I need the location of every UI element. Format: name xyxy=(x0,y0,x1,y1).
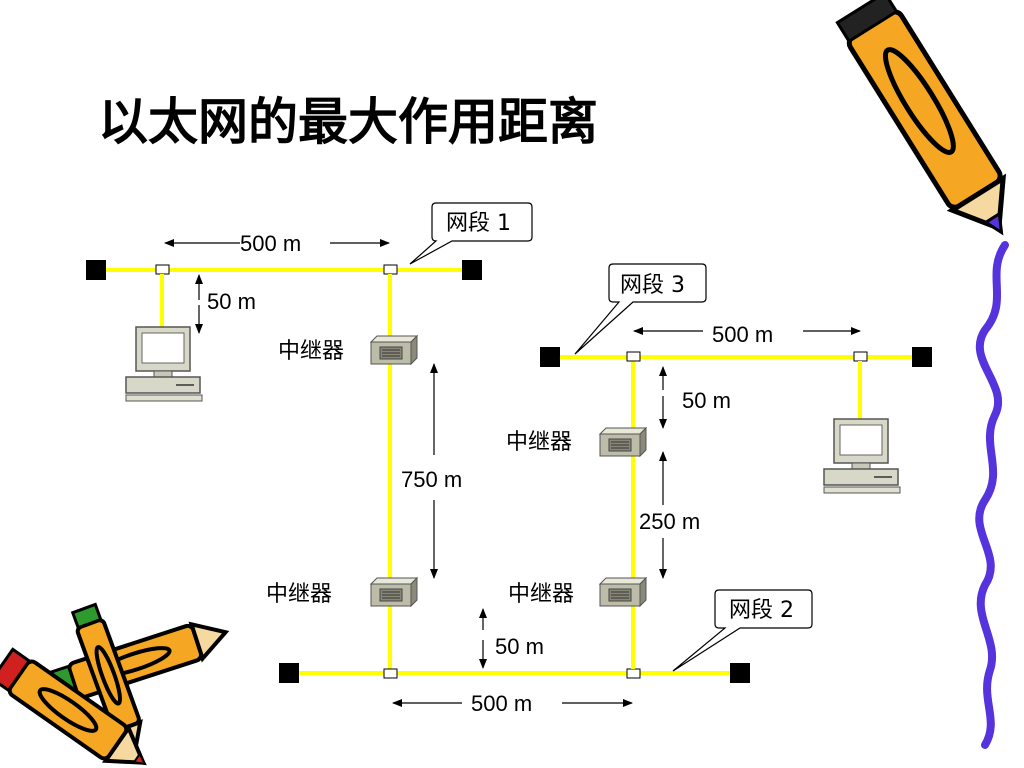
terminator-icon xyxy=(540,347,560,367)
terminator-icon xyxy=(279,663,299,683)
pencil-icon xyxy=(0,647,147,766)
tap-connector xyxy=(155,264,170,275)
tap-connector xyxy=(383,264,398,275)
tap-connector xyxy=(626,351,641,362)
segment1-callout xyxy=(409,202,533,265)
repeater-label: 中继器 xyxy=(506,430,572,455)
vertical-right-distance-label: 250 m xyxy=(639,509,700,534)
repeater-label: 中继器 xyxy=(266,582,332,607)
terminator-icon xyxy=(730,663,750,683)
segment3-callout xyxy=(574,263,707,355)
repeater-icon xyxy=(370,335,418,365)
drop-bottom-distance-label: 50 m xyxy=(495,634,544,659)
terminator-icon xyxy=(86,260,106,280)
segment3-length-label: 500 m xyxy=(712,322,773,347)
repeater-icon xyxy=(599,427,647,457)
repeater-icon xyxy=(599,577,647,607)
computer-icon xyxy=(823,418,901,494)
repeater-icon xyxy=(370,577,418,607)
tap-connector xyxy=(853,351,868,362)
computer-icon xyxy=(125,326,203,402)
page-title: 以太网的最大作用距离 xyxy=(98,93,598,151)
segment2-label: 网段 2 xyxy=(729,598,794,623)
terminator-icon xyxy=(462,260,482,280)
tap-connector xyxy=(383,668,398,679)
segment2-callout xyxy=(672,589,813,672)
segment1-length-label: 500 m xyxy=(240,231,301,256)
tap-connector xyxy=(626,668,641,679)
repeater-label: 中继器 xyxy=(278,339,344,364)
repeater-label: 中继器 xyxy=(508,582,574,607)
squiggle-line xyxy=(975,241,1009,749)
segment3-label: 网段 3 xyxy=(620,273,685,298)
segment1-label: 网段 1 xyxy=(446,211,511,236)
drop1-distance-label: 50 m xyxy=(207,289,256,314)
segment2-length-label: 500 m xyxy=(471,691,532,716)
drop3-distance-label: 50 m xyxy=(682,388,731,413)
terminator-icon xyxy=(912,347,932,367)
vertical-left-distance-label: 750 m xyxy=(401,467,462,492)
pencil-icon xyxy=(835,0,1007,236)
